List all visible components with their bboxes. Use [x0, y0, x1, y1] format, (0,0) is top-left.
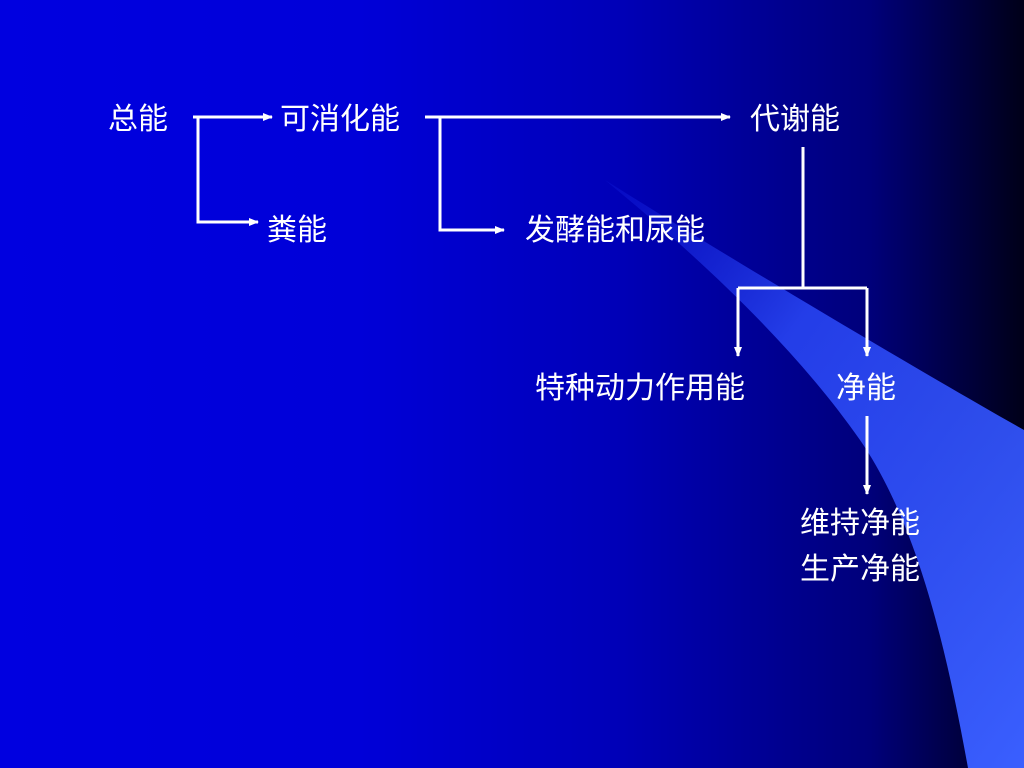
node-maintenance-net-energy: 维持净能	[800, 506, 920, 541]
node-fermentation-urine-energy: 发酵能和尿能	[525, 213, 705, 248]
node-metabolizable-energy: 代谢能	[750, 102, 840, 137]
connector-digestible-to-fermentation	[438, 117, 505, 234]
node-fecal-energy: 粪能	[267, 213, 327, 248]
connector-total-to-fecal	[196, 117, 259, 226]
node-net-energy: 净能	[836, 371, 896, 406]
node-production-net-energy: 生产净能	[800, 552, 920, 587]
node-digestible-energy: 可消化能	[280, 102, 400, 137]
node-sda-energy: 特种动力作用能	[535, 371, 745, 406]
node-total-energy: 总能	[108, 102, 168, 137]
light-beam	[605, 180, 1024, 768]
